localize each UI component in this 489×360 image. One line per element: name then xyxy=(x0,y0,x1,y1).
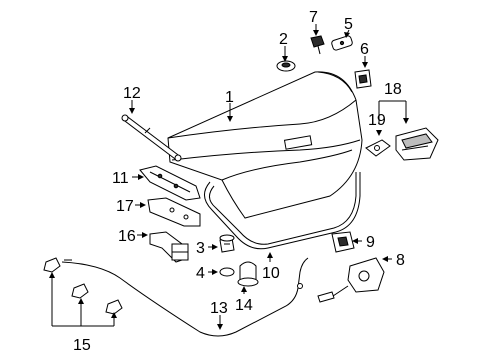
weatherstrip-seal xyxy=(204,172,361,250)
callout-8: 8 xyxy=(396,252,405,269)
callout-18: 18 xyxy=(384,81,402,98)
callout-5: 5 xyxy=(344,16,353,33)
callout-7: 7 xyxy=(309,9,318,26)
callout-6: 6 xyxy=(360,41,369,58)
license-lamp xyxy=(395,127,439,161)
hinge-lower xyxy=(149,231,189,263)
latch xyxy=(317,257,385,303)
hinge-bracket xyxy=(147,197,201,227)
callout-19: 19 xyxy=(368,112,386,129)
small-grommet xyxy=(219,267,235,277)
grommet xyxy=(276,60,296,72)
release-cable xyxy=(61,257,309,337)
callout-2: 2 xyxy=(279,31,288,48)
bolt xyxy=(310,35,325,55)
callout-14: 14 xyxy=(235,297,253,314)
plug xyxy=(237,261,259,287)
callout-13: 13 xyxy=(210,300,228,317)
callout-labels: 1 2 3 4 5 6 7 8 9 10 11 12 13 14 15 16 1… xyxy=(73,9,405,354)
lid-support-strut xyxy=(121,114,182,162)
bumper xyxy=(219,234,235,253)
striker xyxy=(331,231,355,253)
hinge xyxy=(139,165,201,201)
callout-17: 17 xyxy=(116,198,134,215)
gasket xyxy=(365,139,391,157)
callout-3: 3 xyxy=(196,240,205,257)
cable-clips xyxy=(43,257,123,315)
callout-15: 15 xyxy=(73,337,91,354)
callout-4: 4 xyxy=(196,265,205,282)
leader-lines xyxy=(49,24,409,330)
callout-9: 9 xyxy=(366,234,375,251)
clip xyxy=(354,69,372,89)
callout-12: 12 xyxy=(123,85,141,102)
callout-11: 11 xyxy=(112,170,129,187)
callout-1: 1 xyxy=(225,89,234,106)
bumper-stop xyxy=(331,35,353,51)
callout-16: 16 xyxy=(118,228,136,245)
trunk-lid xyxy=(167,71,363,219)
callout-10: 10 xyxy=(262,265,280,282)
